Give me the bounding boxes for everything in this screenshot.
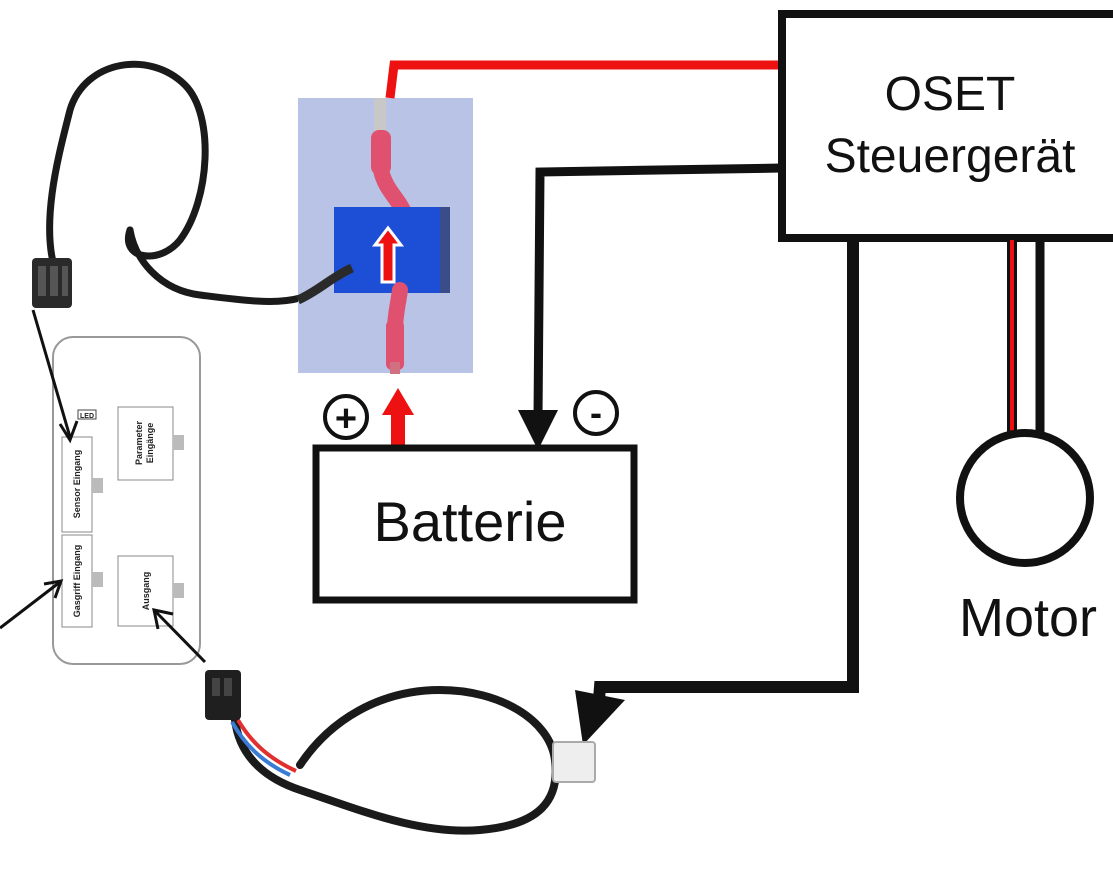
arrow-to-battery-minus-icon: [518, 410, 558, 450]
arrow-to-output-cable-icon: [575, 690, 625, 745]
black-wire-controller-battery: [533, 163, 783, 419]
pointer-arrows: [0, 309, 207, 664]
current-sensor-photo: [296, 98, 473, 374]
motor: Motor: [956, 240, 1097, 648]
port-throttle-label: Gasgriff Eingang: [72, 545, 82, 618]
motor-label: Motor: [959, 588, 1097, 648]
output-cable-photo: [205, 670, 596, 835]
port-parameter-label-2: Eingänge: [145, 423, 155, 464]
current-direction-arrow-icon: [371, 225, 405, 284]
sensor-cable-photo: [12, 42, 344, 312]
port-output: [117, 555, 174, 627]
port-sensor-label: Sensor Eingang: [72, 450, 82, 519]
battery-label: Batterie: [374, 490, 567, 553]
plus-icon: [323, 394, 369, 440]
output-connector-icon: [552, 741, 596, 783]
battery: Batterie + -: [312, 390, 638, 604]
arrow-battery-plus-icon: [382, 388, 414, 415]
battery-minus-symbol: -: [590, 392, 602, 433]
port-sensor: [61, 436, 93, 533]
motor-icon: [956, 429, 1094, 567]
minus-icon: [573, 390, 619, 436]
controller-subtitle: Steuergerät: [825, 130, 1076, 183]
port-parameter: [117, 406, 174, 481]
port-parameter-label-1: Parameter: [134, 420, 144, 465]
battery-plus-symbol: +: [335, 398, 357, 440]
controller-title: OSET: [885, 68, 1016, 121]
port-throttle: [61, 534, 93, 628]
led-label: LED: [80, 413, 94, 420]
controller-box: OSET Steuergerät: [778, 10, 1113, 242]
port-output-label: Ausgang: [141, 572, 151, 611]
module-outline: LED Sensor Eingang Gasgriff Eingang Para…: [52, 336, 201, 665]
output-plug-icon: [205, 670, 241, 720]
red-wire-controller-fuse: [385, 60, 782, 99]
